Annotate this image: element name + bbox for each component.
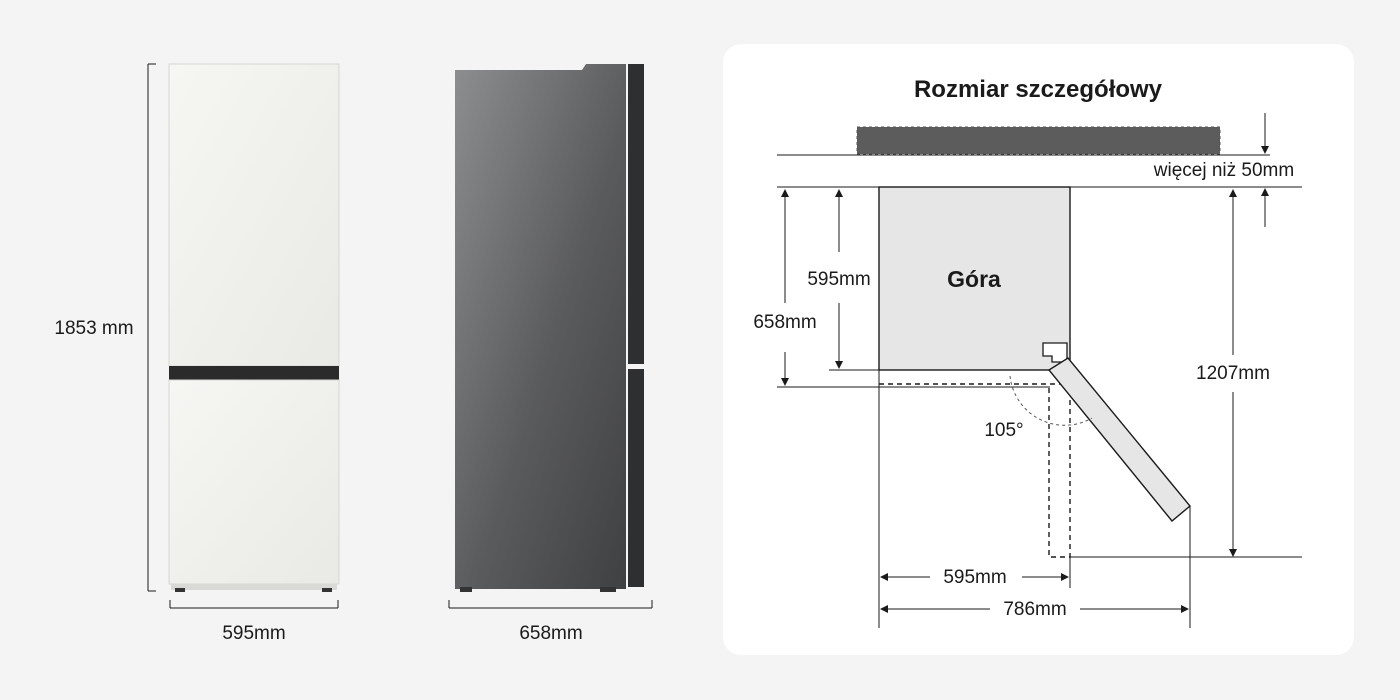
diagram-title: Rozmiar szczegółowy — [914, 76, 1163, 103]
wall — [857, 127, 1220, 154]
top-label: Góra — [947, 266, 1001, 292]
fridge-front-upper-door — [168, 63, 340, 367]
fridge-side-door-lower — [628, 369, 644, 587]
fridge-front-gap — [169, 366, 339, 380]
angle-label: 105° — [984, 420, 1023, 441]
body-depth-label: 595mm — [807, 269, 870, 290]
open-depth-label: 1207mm — [1196, 363, 1270, 384]
wall-clearance-label: więcej niż 50mm — [1153, 160, 1294, 181]
fridge-top-body — [878, 186, 1071, 371]
side-view: 658mm — [448, 64, 653, 644]
fridge-side-door-upper — [628, 64, 644, 364]
total-depth-dimension: 658mm — [753, 189, 1050, 388]
body-width-dimension: 595mm — [880, 567, 1069, 588]
fridge-front-lower-door — [168, 379, 340, 585]
fridge-side-foot-rear — [460, 587, 472, 592]
body-width-label: 595mm — [943, 567, 1006, 588]
front-height-label: 1853 mm — [54, 318, 133, 339]
hinge — [1042, 342, 1068, 363]
fridge-side-body — [455, 64, 626, 589]
open-width-dimension: 786mm — [880, 599, 1189, 620]
open-depth-dimension: 1207mm — [1070, 189, 1302, 558]
front-view: 1853 mm 595mm — [54, 63, 340, 644]
fridge-front-base — [171, 584, 337, 590]
wall-clearance-dimension: więcej niż 50mm — [1153, 113, 1294, 227]
fridge-front-foot-left — [175, 588, 185, 592]
front-height-dimension: 1853 mm — [54, 63, 156, 592]
angle-arc — [1009, 375, 1093, 426]
fridge-front-foot-right — [322, 588, 332, 592]
fridge-side-foot — [600, 587, 616, 592]
total-depth-label: 658mm — [753, 312, 816, 333]
side-depth-label: 658mm — [519, 623, 582, 644]
side-depth-dimension: 658mm — [448, 600, 653, 644]
front-width-dimension: 595mm — [169, 600, 339, 644]
body-depth-dimension: 595mm — [807, 189, 880, 371]
open-width-label: 786mm — [1003, 599, 1066, 620]
front-width-label: 595mm — [222, 623, 285, 644]
top-diagram-card: Rozmiar szczegółowy więcej niż 50mm Góra… — [723, 44, 1354, 655]
